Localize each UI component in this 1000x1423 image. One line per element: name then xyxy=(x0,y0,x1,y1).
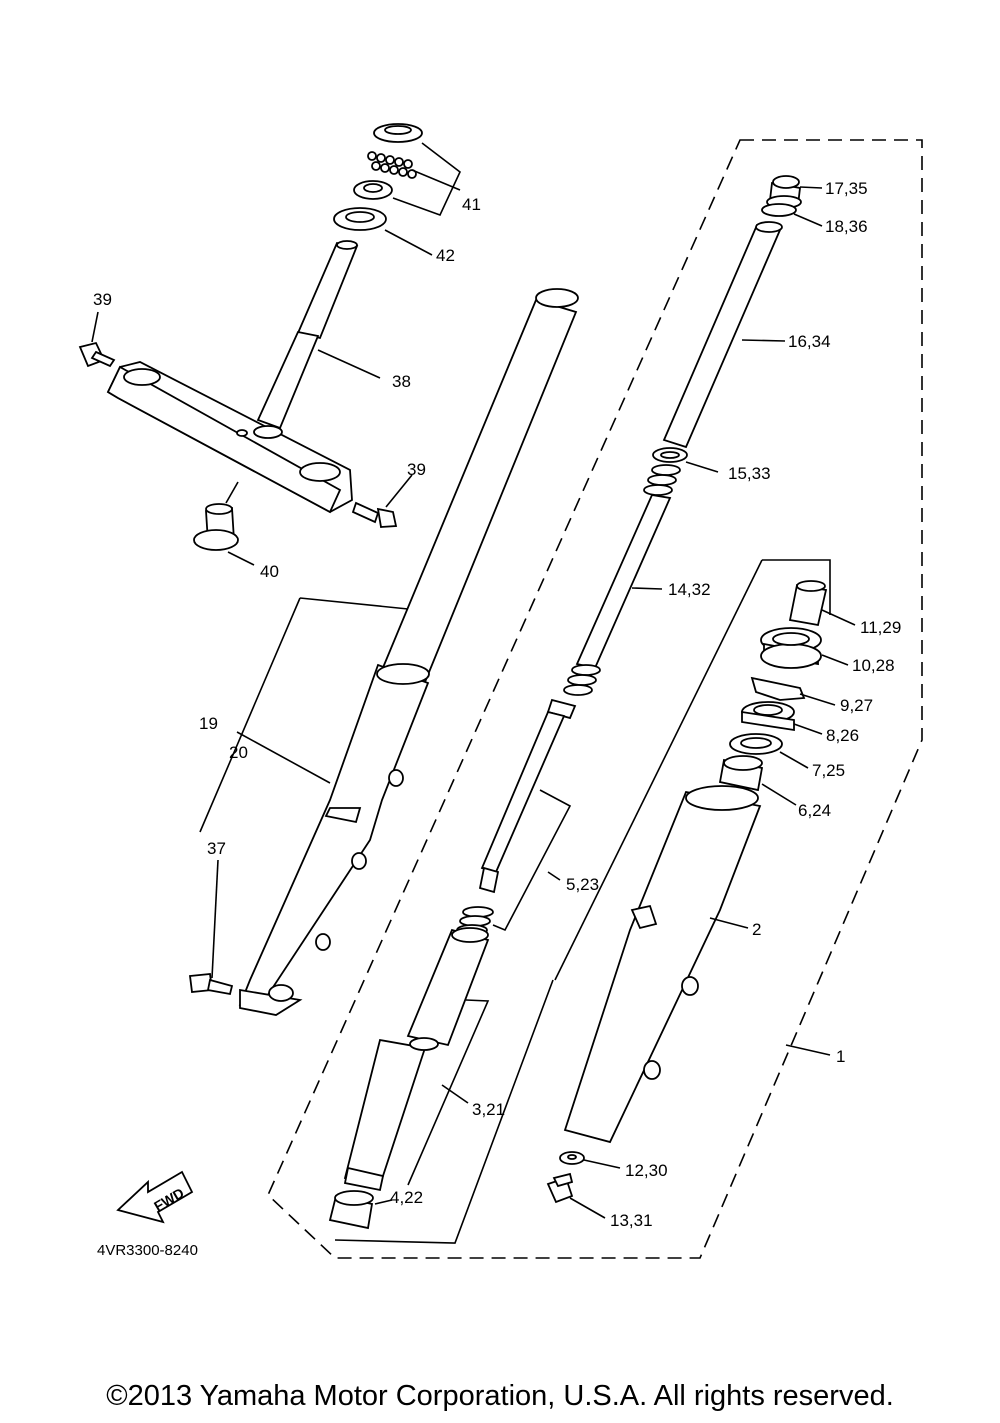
callout-7-25: 7,25 xyxy=(812,761,845,780)
upper-bearing-set xyxy=(353,123,423,200)
callout-37: 37 xyxy=(207,839,226,858)
callout-41: 41 xyxy=(462,195,481,214)
callout-39-right: 39 xyxy=(407,460,426,479)
callout-16-34: 16,34 xyxy=(788,332,831,351)
collar-40 xyxy=(193,503,239,551)
callout-15-33: 15,33 xyxy=(728,464,771,483)
callout-2: 2 xyxy=(752,920,761,939)
callout-14-32: 14,32 xyxy=(668,580,711,599)
fwd-arrow-icon: FWD xyxy=(116,1170,194,1224)
under-bracket xyxy=(106,361,353,514)
washer-7 xyxy=(729,733,783,755)
cap-bolt-17 xyxy=(766,175,802,209)
callout-13-31: 13,31 xyxy=(610,1211,653,1230)
washer-8 xyxy=(741,701,795,732)
diagram-code: 4VR3300-8240 xyxy=(97,1242,198,1259)
washer-12 xyxy=(559,1151,585,1165)
o-ring-18 xyxy=(761,203,797,217)
callout-8-26: 8,26 xyxy=(826,726,859,745)
callout-10-28: 10,28 xyxy=(852,656,895,675)
steering-stem xyxy=(256,240,359,430)
callout-9-27: 9,27 xyxy=(840,696,873,715)
bolt-13 xyxy=(546,1172,574,1204)
fork-spring-14 xyxy=(563,464,681,696)
callout-4-22: 4,22 xyxy=(390,1188,423,1207)
callout-5-23: 5,23 xyxy=(566,875,599,894)
callout-42: 42 xyxy=(436,246,455,265)
oil-lock-piece-4 xyxy=(328,1190,374,1230)
callout-40: 40 xyxy=(260,562,279,581)
slide-metal-6 xyxy=(718,755,764,792)
bolt-39-right xyxy=(351,501,398,528)
assembly-boundary-dashed xyxy=(267,139,923,1259)
copyright-notice: ©2013 Yamaha Motor Corporation, U.S.A. A… xyxy=(106,1380,894,1412)
clip-9 xyxy=(750,676,806,701)
callout-6-24: 6,24 xyxy=(798,801,831,820)
oil-seal-10 xyxy=(760,627,822,669)
washer-15 xyxy=(652,447,688,463)
callout-11-29: 11,29 xyxy=(860,618,901,637)
callout-39-left: 39 xyxy=(93,290,112,309)
callout-20: 20 xyxy=(229,743,248,762)
guide-bush-11 xyxy=(788,580,828,627)
left-inner-tube xyxy=(380,288,579,684)
ball-bearings xyxy=(367,151,417,179)
lower-bearing xyxy=(333,207,387,231)
rebound-spring-tube-3 xyxy=(343,927,490,1192)
callout-1: 1 xyxy=(836,1047,845,1066)
bolt-39-left xyxy=(78,341,116,368)
bolt-37 xyxy=(188,973,234,996)
callout-17-35: 17,35 xyxy=(825,179,868,198)
callout-3-21: 3,21 xyxy=(472,1100,505,1119)
fork-spring-spacer-16 xyxy=(662,221,783,449)
callout-19: 19 xyxy=(199,714,218,733)
callout-18-36: 18,36 xyxy=(825,217,868,236)
right-outer-tube-2 xyxy=(563,785,762,1144)
damper-rod-5 xyxy=(456,698,577,936)
callout-38: 38 xyxy=(392,372,411,391)
left-outer-tube xyxy=(238,663,430,1016)
callout-12-30: 12,30 xyxy=(625,1161,668,1180)
